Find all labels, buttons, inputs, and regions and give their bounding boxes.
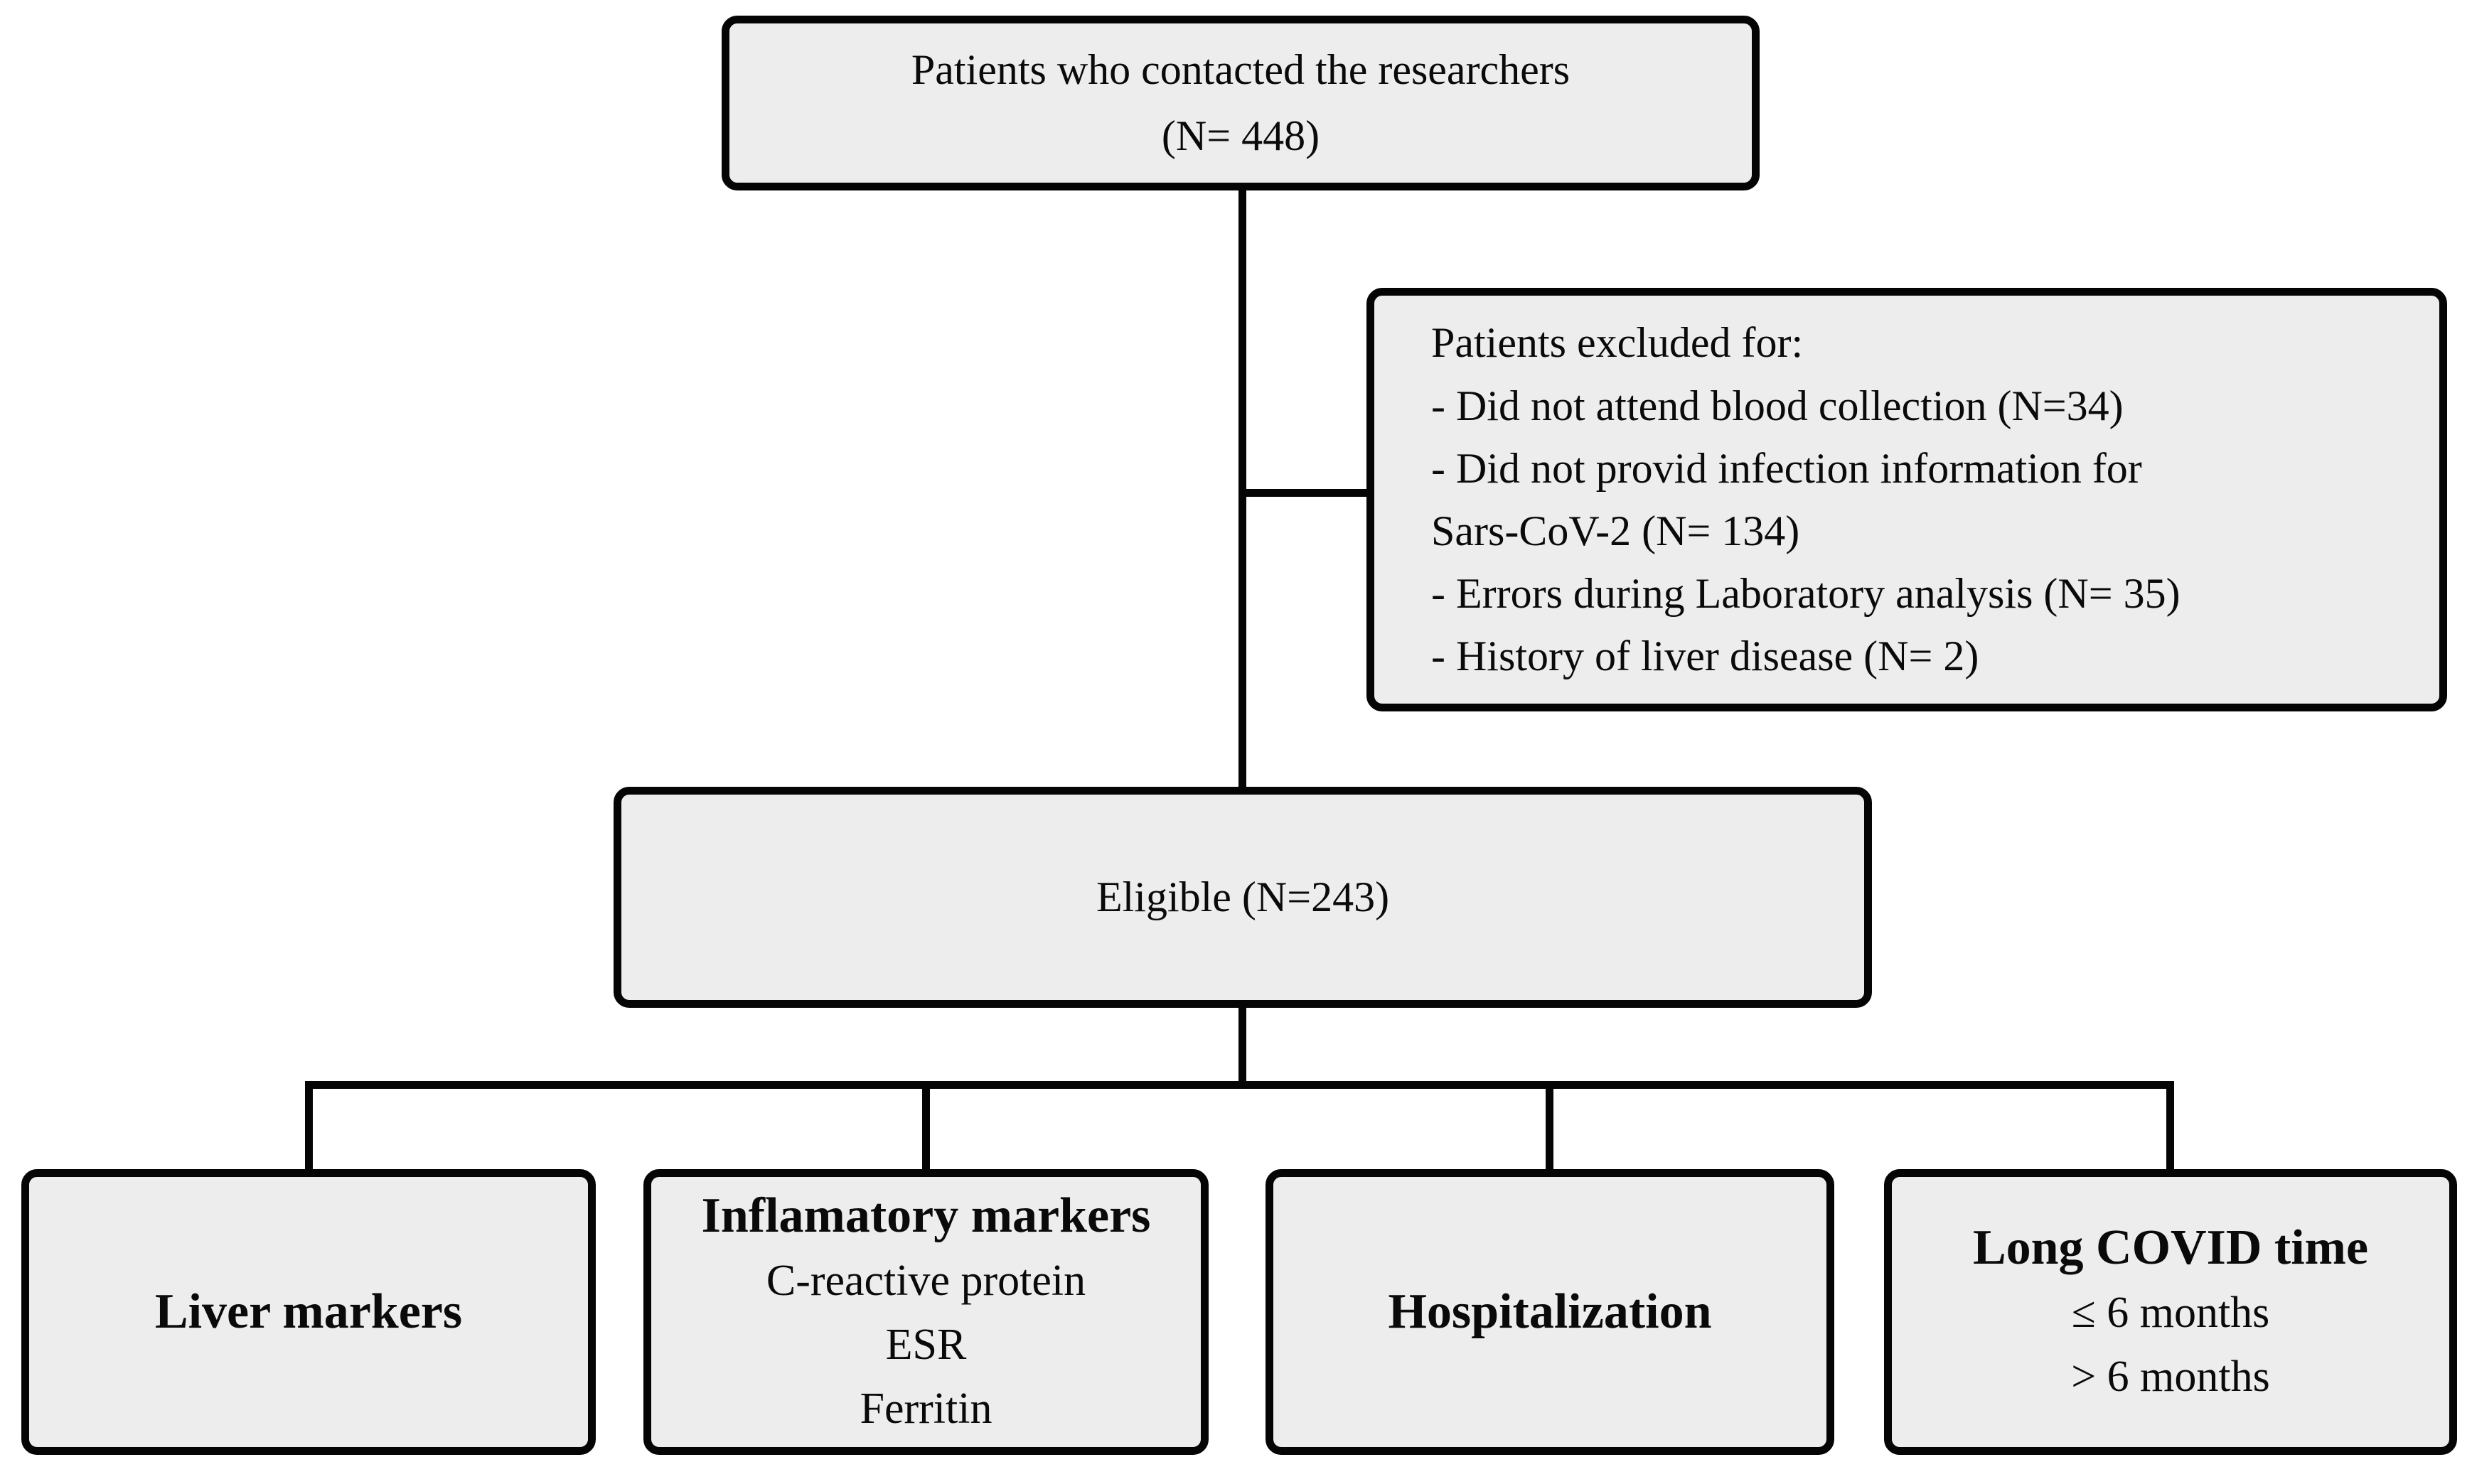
inflammatory-markers-title: Inflamatory markers [701,1188,1151,1243]
excluded-title: Patients excluded for: [1431,319,1804,367]
connector-stub-liver-markers [305,1085,313,1173]
connector-stub-hospitalization [1546,1085,1553,1173]
long-covid-time-title: Long COVID time [1972,1220,2369,1275]
box-liver-markers: Liver markers [21,1169,596,1455]
excluded-item-blood-collection: - Did not attend blood collection (N=34) [1431,382,2124,429]
excluded-item-infection-info-line2: Sars-CoV-2 (N= 134) [1431,507,1800,554]
connector-stub-inflammatory-markers [922,1085,930,1173]
inflammatory-markers-item-crp: C-reactive protein [766,1257,1086,1306]
hospitalization-title: Hospitalization [1388,1284,1712,1339]
box-patients-excluded: Patients excluded for: - Did not attend … [1366,288,2447,711]
excluded-item-laboratory-errors: - Errors during Laboratory analysis (N= … [1431,570,2181,618]
liver-markers-title: Liver markers [154,1284,463,1339]
patients-contacted-line1: Patients who contacted the researchers [911,46,1571,93]
box-patients-contacted: Patients who contacted the researchers (… [722,16,1760,190]
inflammatory-markers-item-esr: ESR [885,1321,967,1370]
connector-eligible-to-rail [1238,1006,1246,1085]
patients-contacted-count: (N= 448) [1161,112,1320,159]
excluded-item-infection-info-line1: - Did not provid infection information f… [1431,444,2142,492]
connector-contacted-to-eligible [1238,189,1246,788]
box-long-covid-time: Long COVID time ≤ 6 months > 6 months [1884,1169,2457,1455]
box-eligible: Eligible (N=243) [614,787,1872,1008]
box-hospitalization: Hospitalization [1266,1169,1834,1455]
connector-stub-long-covid-time [2166,1085,2174,1173]
excluded-item-liver-disease: - History of liver disease (N= 2) [1431,633,1979,680]
connector-branch-to-excluded [1242,489,1370,497]
eligible-label: Eligible (N=243) [1096,873,1390,920]
long-covid-time-item-lte6: ≤ 6 months [2071,1289,2270,1338]
long-covid-time-item-gt6: > 6 months [2071,1353,2270,1402]
connector-rail [305,1081,2174,1089]
box-inflammatory-markers: Inflamatory markers C-reactive protein E… [643,1169,1209,1455]
inflammatory-markers-item-ferritin: Ferritin [860,1384,992,1434]
